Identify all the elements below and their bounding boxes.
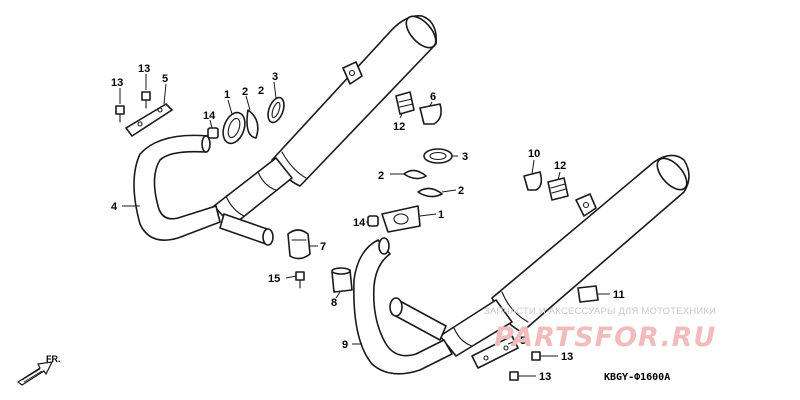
upper-muffler	[271, 15, 438, 187]
callout-1: 1	[224, 89, 230, 101]
callout-numbers: 13 13 5 14 1 2 2 3 4 6 12 3 2 2 14 1 10 …	[111, 63, 625, 383]
callout-14: 14	[353, 217, 366, 229]
leader-lines	[119, 74, 610, 377]
callout-2: 2	[242, 86, 248, 98]
diagram-code: KBGY-Ф1600A	[604, 372, 670, 383]
lower-bolt-13d	[509, 371, 519, 381]
lower-bolt-13c	[531, 351, 541, 361]
callout-4: 4	[111, 201, 118, 213]
callout-8: 8	[331, 297, 337, 309]
callout-14: 14	[203, 110, 216, 122]
clamp-7	[287, 229, 311, 260]
front-direction-arrow: FR.	[16, 354, 61, 386]
callout-15: 15	[268, 273, 280, 285]
callout-1: 1	[438, 209, 444, 221]
callout-7: 7	[320, 241, 326, 253]
callout-13: 13	[539, 371, 551, 383]
callout-5: 5	[162, 73, 168, 85]
callout-13: 13	[111, 77, 123, 89]
upper-joint-collar-1	[222, 111, 246, 145]
upper-collar-6	[419, 103, 442, 125]
watermark-text: ЗАПЧАСТИ И АКСЕССУАРЫ ДЛЯ МОТОТЕХНИКИ	[484, 306, 716, 317]
upper-bolt-13a	[115, 105, 125, 123]
upper-collar-2	[246, 109, 259, 139]
callout-2: 2	[458, 185, 464, 197]
sleeve-8	[331, 267, 353, 293]
upper-rubber-12	[395, 91, 415, 115]
upper-bolt-13b	[141, 91, 151, 109]
callout-12: 12	[554, 160, 566, 172]
direction-label: FR.	[46, 354, 61, 364]
watermark: ЗАПЧАСТИ И АКСЕССУАРЫ ДЛЯ МОТОТЕХНИКИ PA…	[484, 306, 716, 353]
callout-2: 2	[258, 85, 264, 97]
lower-collar-2b	[417, 187, 443, 198]
cap-11	[577, 285, 599, 303]
lower-gasket-3	[423, 148, 453, 164]
callout-2: 2	[378, 170, 384, 182]
upper-nut-14	[207, 127, 219, 139]
callout-6: 6	[430, 91, 436, 103]
lower-collar-2a	[403, 169, 427, 180]
lower-heat-shield-bracket	[471, 335, 519, 369]
lower-collar-10	[523, 171, 543, 191]
lower-nut-14	[367, 215, 379, 227]
upper-gasket-3	[267, 96, 285, 124]
upper-exhaust-pipe	[133, 134, 293, 246]
callout-13: 13	[138, 63, 150, 75]
callout-11: 11	[613, 289, 625, 301]
lower-joint-flange-1	[381, 205, 421, 233]
lower-rubber-12	[547, 177, 569, 201]
lower-exhaust-pipe	[353, 237, 513, 375]
watermark-logo: PARTSFOR.RU	[494, 322, 716, 353]
callout-9: 9	[342, 339, 348, 351]
callout-12: 12	[393, 121, 405, 133]
callout-5: 5	[520, 335, 526, 347]
callout-3: 3	[272, 71, 278, 83]
callout-3: 3	[462, 151, 468, 163]
upper-heat-shield-bracket	[125, 103, 173, 137]
callout-13: 13	[561, 351, 573, 363]
callout-10: 10	[528, 148, 540, 160]
bolt-15	[295, 271, 305, 289]
